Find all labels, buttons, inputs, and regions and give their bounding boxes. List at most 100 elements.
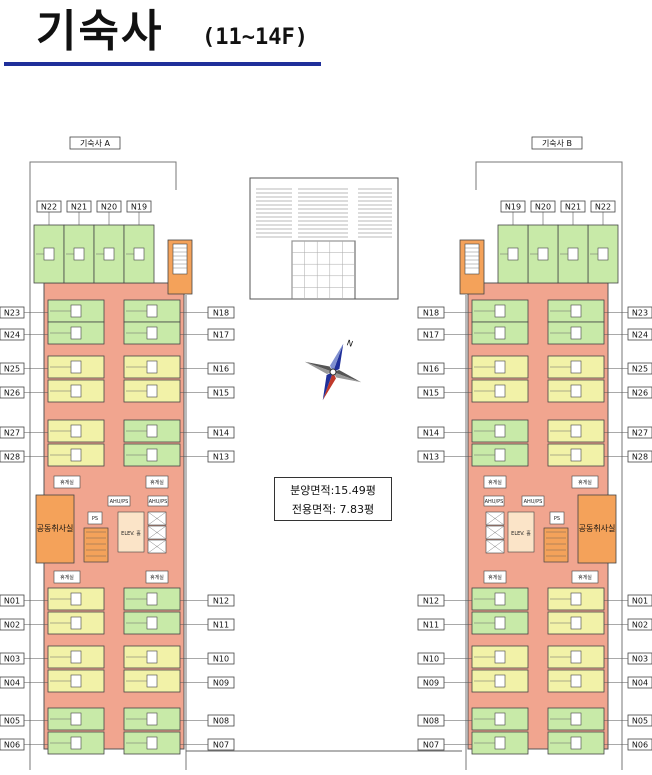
unit-label: N23	[632, 309, 648, 318]
unit-tag: N09	[207, 676, 235, 689]
unit-label: N05	[632, 717, 648, 726]
unit-left	[47, 443, 105, 467]
unit-right	[471, 379, 529, 403]
unit-tag: N07	[417, 738, 445, 751]
svg-text:AHU/PS: AHU/PS	[524, 499, 543, 505]
unit-right	[471, 419, 529, 443]
unit-right	[471, 299, 529, 323]
lounge: 휴게실	[571, 475, 599, 489]
svg-text:PS: PS	[554, 516, 560, 522]
unit-right	[471, 645, 529, 669]
unit-left	[47, 355, 105, 379]
unit-label: N27	[632, 429, 648, 438]
unit-tag: N04	[627, 676, 652, 689]
unit-top	[587, 224, 619, 284]
unit-tag: N14	[417, 426, 445, 439]
unit-label: N23	[4, 309, 20, 318]
unit-tag: N02	[0, 618, 25, 631]
unit-tag: N23	[627, 306, 652, 319]
unit-right	[471, 321, 529, 345]
svg-text:PS: PS	[92, 516, 98, 522]
unit-label: N13	[423, 453, 439, 462]
unit-left	[47, 611, 105, 635]
unit-left	[47, 587, 105, 611]
unit-left	[547, 669, 605, 693]
elevator-shafts	[485, 511, 505, 554]
unit-tag: N26	[627, 386, 652, 399]
unit-tag: N24	[627, 328, 652, 341]
unit-tag: N18	[417, 306, 445, 319]
unit-right	[123, 379, 181, 403]
unit-left	[547, 379, 605, 403]
floor-range: (11~14F)	[202, 25, 308, 50]
unit-tag: N21	[560, 200, 586, 213]
unit-tag: N24	[0, 328, 25, 341]
unit-tag: N28	[627, 450, 652, 463]
unit-left	[47, 731, 105, 755]
unit-label: N01	[4, 597, 20, 606]
unit-tag: N01	[0, 594, 25, 607]
unit-label: N20	[101, 203, 117, 212]
unit-left	[547, 707, 605, 731]
elevator-hall: ELEV. 홀	[117, 511, 145, 553]
unit-label: N10	[423, 655, 439, 664]
title-underline	[4, 62, 321, 66]
unit-tag: N20	[530, 200, 556, 213]
unit-label: N05	[4, 717, 20, 726]
unit-label: N01	[632, 597, 648, 606]
unit-tag: N13	[207, 450, 235, 463]
unit-right	[471, 443, 529, 467]
unit-tag: N26	[0, 386, 25, 399]
unit-tag: N02	[627, 618, 652, 631]
unit-left	[47, 645, 105, 669]
lounge: 휴게실	[145, 475, 169, 489]
unit-right	[123, 443, 181, 467]
unit-label: N16	[213, 365, 229, 374]
unit-tag: N09	[417, 676, 445, 689]
unit-right	[123, 419, 181, 443]
unit-tag: N19	[500, 200, 526, 213]
unit-label: N09	[423, 679, 439, 688]
unit-top	[527, 224, 559, 284]
unit-right	[471, 355, 529, 379]
unit-tag: N05	[627, 714, 652, 727]
unit-label: N04	[632, 679, 648, 688]
svg-text:휴게실: 휴게실	[60, 479, 74, 486]
unit-tag: N11	[417, 618, 445, 631]
unit-left	[47, 419, 105, 443]
unit-right	[123, 731, 181, 755]
unit-tag: N07	[207, 738, 235, 751]
unit-tag: N17	[207, 328, 235, 341]
shaft: AHU/PS	[483, 495, 505, 507]
unit-label: N25	[4, 365, 20, 374]
unit-label: N18	[423, 309, 439, 318]
unit-right	[471, 707, 529, 731]
common-kitchen	[577, 494, 617, 564]
common-kitchen-label: 공동취사실	[37, 523, 74, 533]
unit-tag: N27	[0, 426, 25, 439]
unit-label: N24	[632, 331, 648, 340]
unit-tag: N16	[207, 362, 235, 375]
page-title: 기숙사	[36, 6, 164, 57]
unit-left	[547, 611, 605, 635]
unit-label: N20	[535, 203, 551, 212]
unit-label: N14	[423, 429, 439, 438]
unit-label: N19	[131, 203, 147, 212]
unit-tag: N10	[207, 652, 235, 665]
unit-top	[123, 224, 155, 284]
unit-left	[547, 299, 605, 323]
unit-label: N24	[4, 331, 20, 340]
elevator-hall: ELEV. 홀	[507, 511, 535, 553]
lounge: 휴게실	[53, 570, 81, 584]
main-stair	[83, 527, 109, 563]
wing-caption: 기숙사 B	[531, 136, 583, 150]
unit-tag: N17	[417, 328, 445, 341]
unit-label: N17	[213, 331, 229, 340]
unit-label: N27	[4, 429, 20, 438]
unit-label: N12	[423, 597, 439, 606]
pipe-shaft: PS	[87, 511, 103, 525]
unit-tag: N22	[36, 200, 62, 213]
common-kitchen	[35, 494, 75, 564]
